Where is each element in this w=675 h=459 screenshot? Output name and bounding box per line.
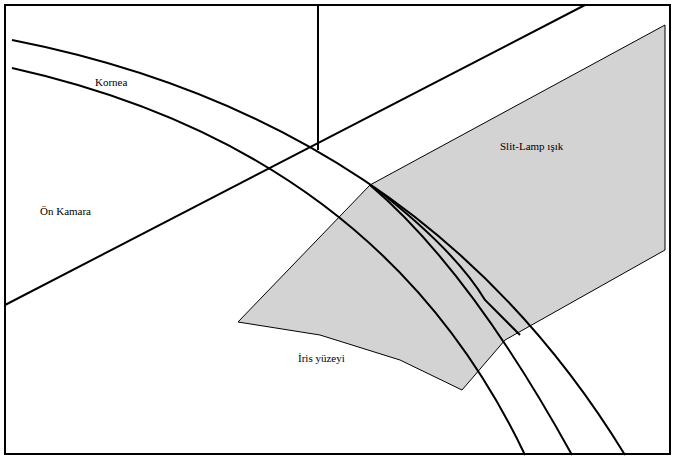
slit-lamp-beam	[238, 25, 665, 390]
slit-section-line	[375, 188, 520, 335]
cornea-section-arc	[370, 185, 572, 455]
vertical-axis	[317, 5, 319, 150]
surface-label: İris yüzeyi	[298, 352, 345, 365]
frame	[5, 5, 670, 454]
region-label: Ön Kamara	[40, 205, 91, 218]
diagonal-axis	[5, 5, 585, 305]
cornea-outer-arc	[12, 40, 625, 455]
beam-label: Slit-Lamp ışık	[500, 140, 563, 153]
cornea-inner-arc	[12, 68, 525, 455]
structure-label: Kornea	[95, 76, 127, 89]
